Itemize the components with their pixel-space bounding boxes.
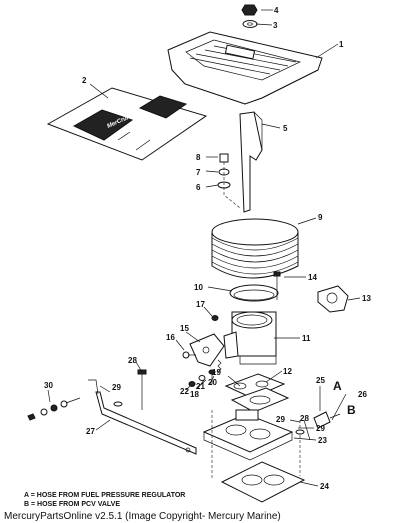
- callout-1: 1: [339, 40, 344, 49]
- bolt: [273, 271, 281, 300]
- bracket: [239, 111, 263, 213]
- callout-24: 24: [320, 482, 329, 491]
- callout-14: 14: [308, 273, 317, 282]
- stud-kit: [27, 397, 81, 421]
- screw-long: [137, 369, 147, 410]
- legend-line-b: B = HOSE FROM PCV VALVE: [24, 501, 120, 508]
- bushing: [198, 375, 206, 381]
- callout-17: 17: [196, 300, 205, 309]
- callout-28-right: 28: [300, 414, 309, 423]
- callout-3: 3: [273, 21, 278, 30]
- stud: [208, 369, 216, 384]
- sensor: [317, 285, 349, 313]
- throttle-body-gasket: [230, 387, 290, 413]
- callout-29-mid: 29: [276, 415, 285, 424]
- callout-11: 11: [302, 334, 311, 343]
- nut: [241, 4, 258, 16]
- callout-6: 6: [196, 183, 201, 192]
- footer-copyright: MercuryPartsOnline v2.5.1 (Image Copyrig…: [4, 511, 281, 522]
- callout-16: 16: [166, 333, 175, 342]
- callout-4: 4: [274, 6, 279, 15]
- callout-20: 20: [208, 378, 217, 387]
- fitting: [313, 411, 341, 429]
- callout-2: 2: [82, 76, 87, 85]
- callout-22: 22: [180, 387, 189, 396]
- callout-18: 18: [190, 390, 199, 399]
- callout-labels: 1 2 3 4 5 6 7 8 9 10 11 12 13 14 15 16 1…: [44, 6, 371, 491]
- callout-7: 7: [196, 168, 201, 177]
- callout-26: 26: [358, 390, 367, 399]
- legend-line-a: A = HOSE FROM FUEL PRESSURE REGULATOR: [24, 492, 185, 499]
- grommet: [219, 153, 229, 163]
- throttle-body: [223, 311, 277, 365]
- adaptor: [202, 409, 294, 461]
- callout-28-left: 28: [128, 356, 137, 365]
- callout-30: 30: [44, 381, 53, 390]
- callout-12: 12: [283, 367, 292, 376]
- clip: [303, 419, 311, 441]
- screw: [211, 315, 219, 321]
- clamp: [229, 284, 279, 302]
- callout-21: 21: [196, 382, 205, 391]
- hose-marker-b: B: [347, 403, 356, 417]
- callout-23: 23: [318, 436, 327, 445]
- callout-19: 19: [212, 368, 221, 377]
- callout-5: 5: [283, 124, 288, 133]
- throttle-lever: [189, 333, 225, 367]
- cable-bracket: [88, 379, 197, 455]
- spring: [217, 359, 222, 373]
- callout-29-left: 29: [112, 383, 121, 392]
- decal-sheet: MerCruiser: [46, 87, 208, 161]
- callout-29-right: 29: [316, 424, 325, 433]
- hose-marker-a: A: [333, 379, 342, 393]
- nut-small: [188, 381, 196, 387]
- flame-arrestor-cover: [167, 31, 323, 105]
- callout-8: 8: [196, 153, 201, 162]
- callout-25: 25: [316, 376, 325, 385]
- leader-lines: [47, 9, 361, 487]
- callout-9: 9: [318, 213, 323, 222]
- callout-27: 27: [86, 427, 95, 436]
- base-gasket: [220, 461, 306, 503]
- washers: [113, 401, 305, 435]
- callout-13: 13: [362, 294, 371, 303]
- washer: [242, 20, 258, 28]
- pivot-screw: [182, 351, 196, 359]
- flame-arrestor: [211, 218, 299, 279]
- callout-15: 15: [180, 324, 189, 333]
- callout-10: 10: [194, 283, 203, 292]
